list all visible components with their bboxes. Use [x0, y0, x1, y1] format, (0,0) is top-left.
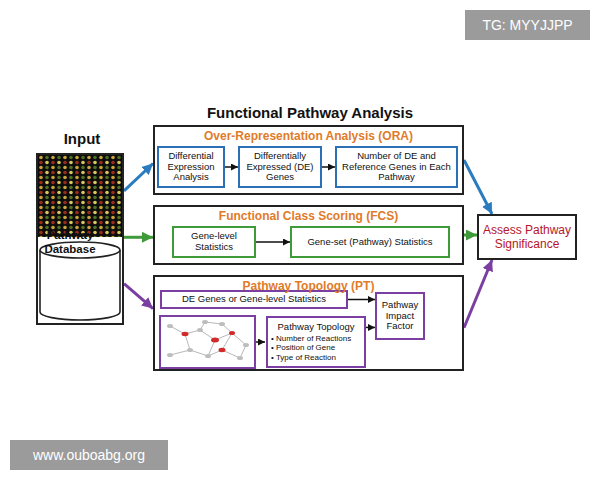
- box-label: Pathway Database: [28, 215, 112, 257]
- process-box: Number of DE and Reference Genes in Each…: [335, 146, 458, 188]
- panel-title: Pathway Topology (PT): [155, 279, 462, 293]
- flow-arrow: [464, 260, 492, 328]
- flow-arrow: [124, 164, 153, 191]
- process-box: Gene-set (Pathway) Statistics: [290, 226, 450, 258]
- network-image: [160, 316, 255, 368]
- process-box: Differential Expression Analysis: [157, 146, 225, 188]
- microarray-image: [38, 155, 122, 237]
- flow-arrow: [124, 284, 153, 309]
- topology-box: Pathway Topology • Number of Reactions• P…: [266, 316, 366, 368]
- flow-arrow: [256, 241, 290, 243]
- flow-arrow: [124, 236, 153, 239]
- flow-arrow: [366, 327, 375, 329]
- box-label: Gene-level Statistics: [176, 231, 252, 253]
- panel-title: Over-Representation Analysis (ORA): [155, 129, 462, 143]
- bullet-item: • Position of Gene: [271, 343, 335, 353]
- box-label: Pathway Impact Factor: [379, 300, 421, 333]
- box-label: DE Genes or Gene-level Statistics: [182, 294, 326, 305]
- box-heading: Input: [28, 130, 136, 147]
- panel-title: Functional Class Scoring (FCS): [155, 209, 462, 223]
- flow-arrow: [225, 166, 238, 168]
- process-box: Pathway Impact Factor: [375, 292, 425, 340]
- box-label: Assess Pathway Significance: [481, 223, 573, 252]
- image-arrow: [256, 341, 265, 343]
- flow-arrow: [348, 299, 375, 301]
- diagram-title: Functional Pathway Analysis: [150, 104, 470, 121]
- watermark-box: www.ouboabg.org: [10, 440, 168, 470]
- method-panel: DE Genes or Gene-level StatisticsPathway…: [153, 275, 464, 371]
- database-cylinder: Pathway Database: [38, 240, 122, 322]
- flow-arrow: [464, 160, 492, 214]
- method-panel: Gene-level Statistics Gene-set (Pathway) …: [153, 205, 464, 265]
- flow-arrow: [464, 234, 477, 237]
- box-label: Differential Expression Analysis: [161, 151, 221, 184]
- box-heading: Pathway Topology: [278, 321, 355, 332]
- result-box: Assess Pathway Significance: [477, 214, 577, 260]
- method-panel: Differential Expression Analysis Differen…: [153, 125, 464, 195]
- box-label: Number of DE and Reference Genes in Each…: [339, 151, 454, 184]
- process-box: Gene-level Statistics: [172, 226, 256, 258]
- watermark: TG: MYYJJPP: [482, 17, 572, 33]
- watermark-box: TG: MYYJJPP: [465, 10, 590, 40]
- flow-arrow: [322, 166, 335, 168]
- box-label: Gene-set (Pathway) Statistics: [307, 237, 432, 248]
- bullet-item: • Type of Reaction: [271, 353, 336, 363]
- watermark: www.ouboabg.org: [33, 447, 145, 463]
- input-box: Pathway DatabaseInput: [36, 153, 124, 325]
- box-label: Differentially Expressed (DE) Genes: [242, 151, 318, 184]
- bullet-item: • Number of Reactions: [271, 334, 351, 344]
- process-box: Differentially Expressed (DE) Genes: [238, 146, 322, 188]
